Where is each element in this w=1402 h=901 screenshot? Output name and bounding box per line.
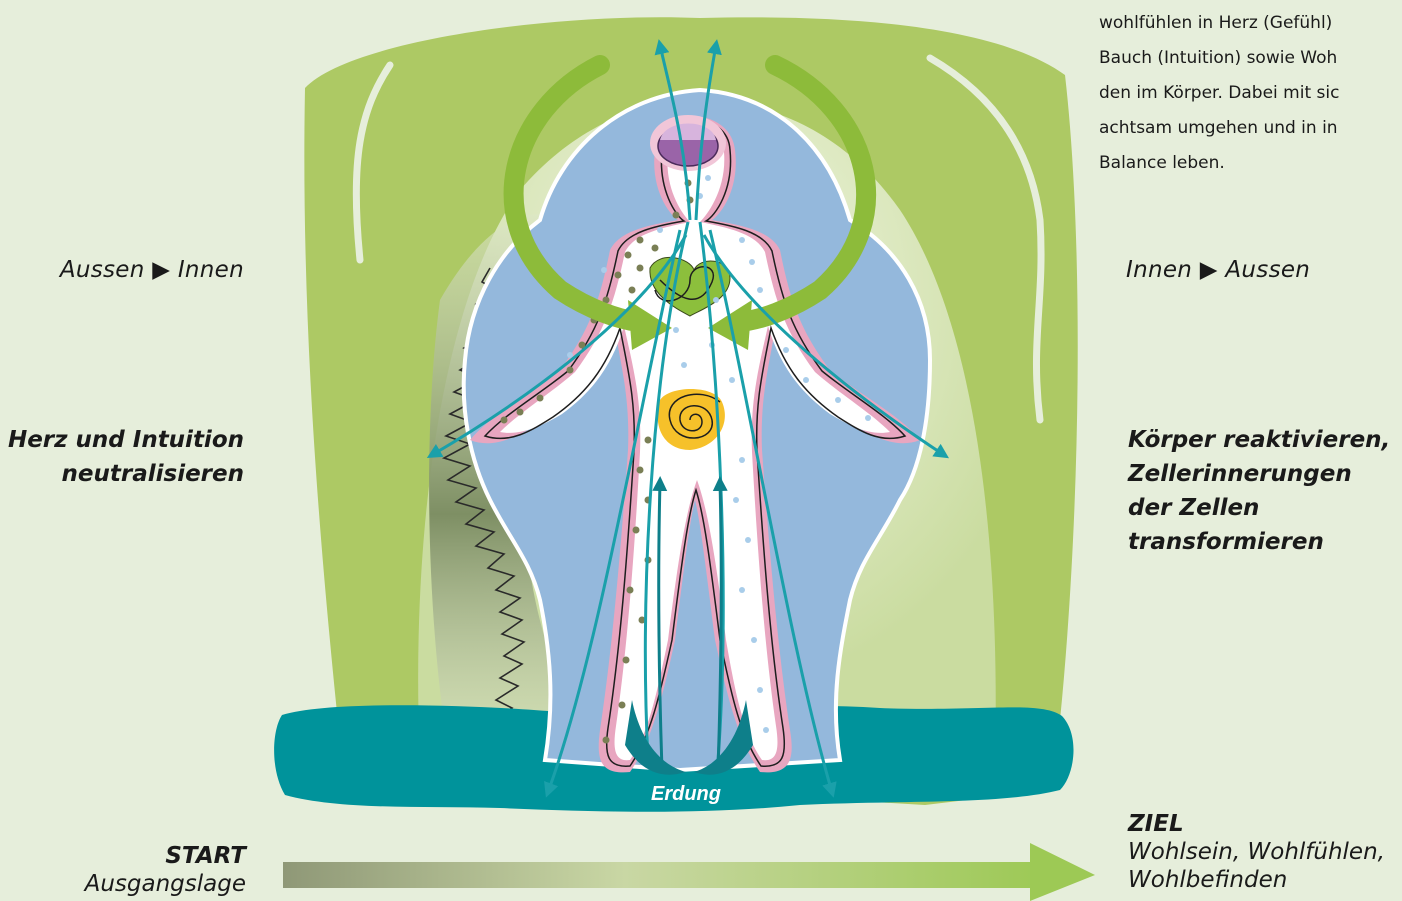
description-line: Bauch (Intuition) sowie Woh [1099,41,1402,76]
description-line: den im Körper. Dabei mit sic [1099,76,1402,111]
grounding-label: Erdung [651,783,721,805]
direction-inside-out: Innen ▶ Aussen [1126,257,1310,283]
description-line: wohlfühlen in Herz (Gefühl) [1099,6,1402,41]
start-subtitle: Ausgangslage [20,870,246,898]
start-label: START Ausgangslage [20,842,246,898]
right-heading-line: Körper reaktivieren, [1128,423,1402,457]
goal-description: wohlfühlen in Herz (Gefühl) Bauch (Intui… [1099,6,1402,191]
start-title: START [20,842,246,870]
right-heading-line: Zellerinnerungen [1128,457,1402,491]
goal-label: ZIEL Wohlsein, Wohlfühlen, Wohlbefinden [1128,810,1402,894]
goal-line: Wohlsein, Wohlfühlen, [1128,838,1402,866]
progress-bar [283,862,1043,888]
description-line: Balance leben. [1099,146,1402,181]
right-heading: Körper reaktivieren, Zellerinnerungen de… [1128,423,1402,559]
direction-outside-in: Aussen ▶ Innen [20,257,244,283]
left-heading-line: Herz und Intuition [0,423,244,457]
goal-title: ZIEL [1128,810,1402,838]
left-heading: Herz und Intuition neutralisieren [0,423,244,491]
right-heading-line: der Zellen [1128,491,1402,525]
right-heading-line: transformieren [1128,525,1402,559]
left-heading-line: neutralisieren [0,457,244,491]
description-line: achtsam umgehen und in in [1099,111,1402,146]
progress-arrowhead [1030,843,1095,901]
goal-line: Wohlbefinden [1128,866,1402,894]
